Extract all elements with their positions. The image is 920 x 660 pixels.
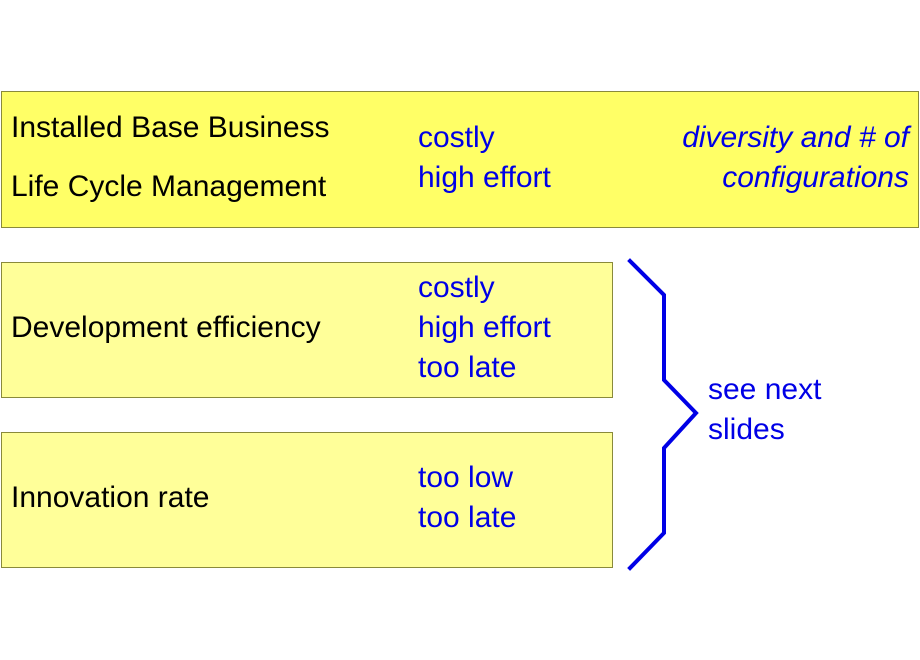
- label-development-efficiency: Development efficiency: [11, 311, 321, 344]
- development-efficiency-values: costly high effort too late: [418, 268, 551, 388]
- value-too-late: too late: [418, 351, 517, 384]
- installed-base-note: diversity and # of configurations: [682, 118, 909, 198]
- development-efficiency-box: [1, 262, 613, 398]
- value-too-late: too late: [418, 501, 517, 534]
- note-diversity: diversity and # of: [682, 121, 909, 154]
- brace-note: see next slides: [708, 370, 821, 450]
- value-high-effort: high effort: [418, 161, 551, 194]
- label-installed-base-business: Installed Base Business: [11, 111, 330, 144]
- label-innovation-rate: Innovation rate: [11, 481, 210, 514]
- value-high-effort: high effort: [418, 311, 551, 344]
- installed-base-box: [1, 91, 919, 228]
- value-costly: costly: [418, 121, 495, 154]
- innovation-rate-box: [1, 432, 613, 568]
- installed-base-values: costly high effort: [418, 118, 551, 198]
- value-too-low: too low: [418, 461, 514, 494]
- brace-note-see-next: see next: [708, 373, 822, 406]
- label-life-cycle-management: Life Cycle Management: [11, 170, 327, 203]
- brace-note-slides: slides: [708, 413, 785, 446]
- value-costly: costly: [418, 271, 495, 304]
- curly-brace-icon: [627, 258, 699, 571]
- innovation-rate-values: too low too late: [418, 458, 516, 538]
- note-configurations: configurations: [722, 161, 909, 194]
